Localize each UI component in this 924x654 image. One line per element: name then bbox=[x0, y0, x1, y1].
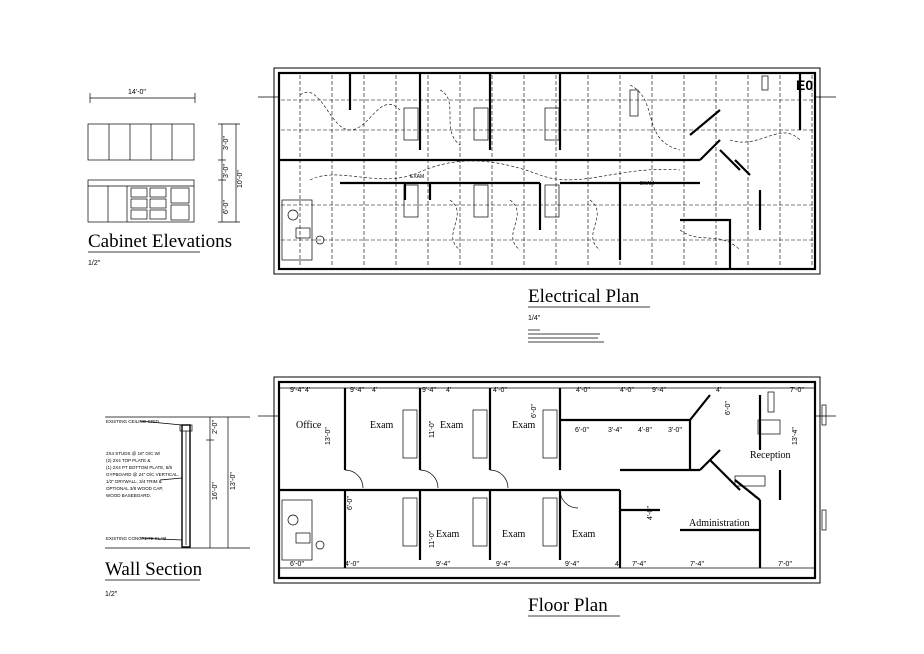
floor-top-dim: 4' bbox=[372, 387, 377, 394]
wall-note-line: (2) 2X4 TOP PLATE & bbox=[106, 458, 150, 463]
cabinet-upper-dim: 3'-0" bbox=[223, 136, 230, 150]
floor-interior-dim: 4'-0" bbox=[647, 506, 654, 520]
wall-note-line: (1) 2X4 PT BOTTOM PLATE, 5/8 bbox=[106, 465, 173, 470]
cabinet-width-dim: 14'-0" bbox=[128, 89, 146, 96]
room-exam-2: Exam bbox=[440, 420, 464, 431]
floor-interior-dim: 6'-0" bbox=[531, 404, 538, 418]
room-office: Office bbox=[296, 420, 322, 431]
floor-top-dim: 9'-4" bbox=[652, 387, 666, 394]
wall-ceiling-label: EXISTING CEILING GRID bbox=[106, 419, 160, 424]
floor-interior-dim: 6'-0" bbox=[725, 401, 732, 415]
wall-note-line: OPTIONAL 3/8 WOOD CAP, bbox=[106, 486, 163, 491]
floor-interior-dim: 13'-4" bbox=[792, 427, 799, 445]
cabinet-scale: 1/2" bbox=[88, 260, 101, 267]
svg-text:EXAM: EXAM bbox=[410, 174, 424, 180]
room-exam-6: Exam bbox=[572, 529, 596, 540]
floor-bottom-dim: 7'-4" bbox=[632, 561, 646, 568]
floor-bottom-dim: 9'-4" bbox=[496, 561, 510, 568]
floor-interior-dim: 13'-0" bbox=[325, 427, 332, 445]
wall-note-line: 2X4 STUDS @ 16" O/C W/ bbox=[106, 451, 161, 456]
floor-interior-dim: 11'-0" bbox=[429, 530, 436, 548]
cabinet-elevations-title: Cabinet Elevations bbox=[88, 231, 232, 252]
floor-bottom-dim: 4' bbox=[615, 561, 620, 568]
room-exam-5: Exam bbox=[502, 529, 526, 540]
floor-top-dim: 4'-0" bbox=[576, 387, 590, 394]
floor-top-dim: 4' bbox=[446, 387, 451, 394]
floor-bottom-dim: 7'-4" bbox=[690, 561, 704, 568]
floor-top-dim: 4'-0" bbox=[493, 387, 507, 394]
floor-interior-dim: 6'-0" bbox=[575, 427, 589, 434]
floor-top-dim: 9'-4" bbox=[422, 387, 436, 394]
cabinet-total-dim: 10'-0" bbox=[237, 170, 244, 188]
wall-section: EXISTING CEILING GRID EXISTING CONCRETE … bbox=[105, 416, 250, 598]
electrical-plan: E0 EXAM EXAM bbox=[258, 67, 836, 275]
floor-top-dim: 9'-4" bbox=[290, 387, 304, 394]
room-reception: Reception bbox=[750, 450, 791, 461]
cabinet-mid-dim: 3'-0" bbox=[223, 164, 230, 178]
room-exam-1: Exam bbox=[370, 420, 394, 431]
floor-bottom-dim: 9'-4" bbox=[436, 561, 450, 568]
floor-interior-dim: 11'-0" bbox=[429, 420, 436, 438]
wall-mid-dim: 16'-0" bbox=[212, 482, 219, 500]
floor-bottom-dim: 6'-0" bbox=[290, 561, 304, 568]
floor-bottom-dim: 9'-4" bbox=[565, 561, 579, 568]
floor-top-dim: 4' bbox=[716, 387, 721, 394]
floor-bottom-dim: 4'-0" bbox=[345, 561, 359, 568]
floor-interior-dim: 3'-4" bbox=[608, 427, 622, 434]
svg-text:EXAM: EXAM bbox=[640, 181, 654, 187]
floor-interior-dim: 3'-0" bbox=[668, 427, 682, 434]
floor-plan: 9'-4"4'9'-4"4'9'-4"4'4'-0"4'-0"4'-0"9'-4… bbox=[258, 376, 836, 584]
wall-note-line: WOOD BASEBOARD. bbox=[106, 493, 151, 498]
svg-text:E0: E0 bbox=[796, 77, 813, 93]
wall-total-dim: 13'-0" bbox=[230, 472, 237, 490]
wall-top-dim: 2'-0" bbox=[212, 420, 219, 434]
wall-note-line: GYPBOARD @ 24" O/C VERTICAL, bbox=[106, 472, 179, 477]
floor-interior-dim: 4'-8" bbox=[638, 427, 652, 434]
floor-plan-title: Floor Plan bbox=[528, 595, 608, 616]
floor-bottom-dim: 7'-0" bbox=[778, 561, 792, 568]
floor-top-dim: 4'-0" bbox=[620, 387, 634, 394]
room-administration: Administration bbox=[689, 518, 750, 529]
wall-scale: 1/2" bbox=[105, 591, 118, 598]
floor-top-dim: 7'-0" bbox=[790, 387, 804, 394]
electrical-plan-title: Electrical Plan bbox=[528, 286, 640, 307]
room-exam-3: Exam bbox=[512, 420, 536, 431]
cabinet-lower-dim: 6'-0" bbox=[223, 200, 230, 214]
electrical-scale: 1/4" bbox=[528, 315, 541, 322]
floor-top-dim: 9'-4" bbox=[350, 387, 364, 394]
floor-top-dim: 4' bbox=[305, 387, 310, 394]
floor-interior-dim: 6'-0" bbox=[347, 496, 354, 510]
wall-slab-label: EXISTING CONCRETE SLAB bbox=[106, 536, 166, 541]
cabinet-elevations: 14'-0" 3'-0" 3'-0" 6'-0" 10'-0" Cabinet … bbox=[87, 89, 244, 267]
wall-section-title: Wall Section bbox=[105, 559, 203, 580]
wall-note-line: 1/2" DRYWALL, 3/4 TRIM & bbox=[106, 479, 162, 484]
room-exam-4: Exam bbox=[436, 529, 460, 540]
electrical-notes bbox=[528, 329, 604, 343]
